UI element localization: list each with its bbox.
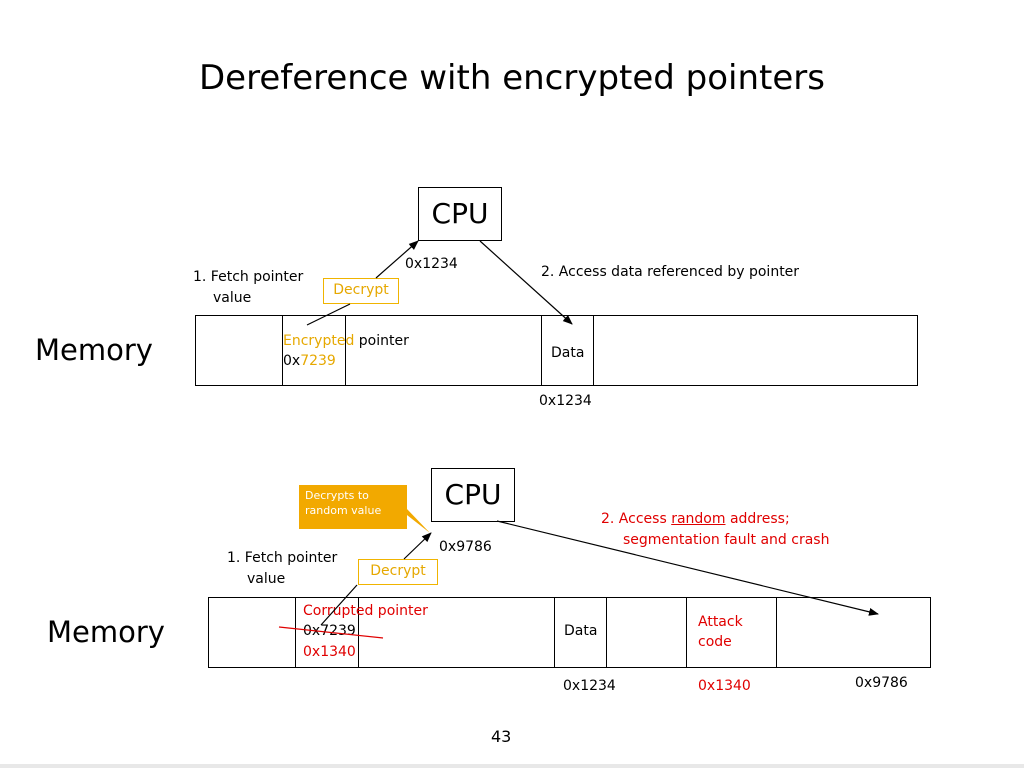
callout-pointer: [398, 508, 430, 533]
encrypted-pointer-label: Encrypted pointer 0x7239: [283, 331, 409, 371]
fetch-line-bottom: [320, 584, 358, 626]
data-label-top: Data: [551, 345, 585, 361]
memory-cell-pointer-top: [282, 315, 346, 386]
decrypt-to-cpu-arrow-bottom: [403, 532, 432, 560]
old-pointer-strike: [278, 626, 384, 639]
fetch-pointer-line2: value: [213, 290, 252, 306]
cpu-to-data-arrow-top: [479, 240, 573, 325]
new-pointer-value: 0x1340: [303, 644, 356, 660]
fetch-pointer-label-top: 1. Fetch pointer value: [193, 267, 303, 309]
callout-line2: random value: [305, 504, 382, 517]
attack-line2: code: [698, 634, 732, 650]
fetch-pointer-line2: value: [247, 571, 286, 587]
pointer-prefix: 0x: [283, 353, 301, 369]
callout-line1: Decrypts to: [305, 489, 369, 502]
pointer-word: pointer: [358, 333, 409, 349]
decrypt-box-top: Decrypt: [323, 278, 399, 304]
page-number: 43: [491, 727, 512, 746]
cpu-box-top: CPU: [418, 187, 502, 241]
cpu-to-random-arrow-bottom: [496, 520, 879, 616]
fetch-pointer-label-bottom: 1. Fetch pointer value: [227, 548, 337, 590]
cpu-address-bottom: 0x9786: [439, 539, 492, 555]
access-label-top: 2. Access data referenced by pointer: [541, 264, 800, 280]
memory-label-bottom: Memory: [47, 615, 165, 649]
access-suffix: address;: [725, 511, 790, 527]
memory-label-top: Memory: [35, 333, 153, 367]
old-pointer-value: 0x7239: [303, 623, 356, 639]
footer-bar: [0, 764, 1024, 768]
memory-cell-data-bottom: [554, 597, 607, 668]
slide-title: Dereference with encrypted pointers: [199, 58, 825, 98]
decrypt-box-bottom: Decrypt: [358, 559, 438, 585]
corrupted-pointer-label: Corrupted pointer: [303, 603, 428, 619]
cpu-box-bottom: CPU: [431, 468, 515, 522]
data-label-bottom: Data: [564, 623, 598, 639]
data-address-top: 0x1234: [539, 393, 592, 409]
access-random: random: [671, 511, 726, 527]
decrypts-callout: Decrypts to random value: [299, 485, 407, 529]
far-address-bottom: 0x9786: [855, 675, 908, 691]
fetch-line-top: [306, 303, 351, 326]
access-prefix: 2. Access: [601, 511, 672, 527]
encrypted-pointer-value: 7239: [300, 353, 336, 369]
encrypted-word: Encrypted: [283, 333, 355, 349]
cpu-address-top: 0x1234: [405, 256, 458, 272]
attack-address-bottom: 0x1340: [698, 678, 751, 694]
fetch-pointer-line1: 1. Fetch pointer: [193, 269, 304, 285]
access-label-bottom: 2. Access random address; segmentation f…: [601, 509, 829, 551]
attack-line1: Attack: [698, 614, 743, 630]
attack-code-label: Attack code: [698, 612, 743, 652]
data-address-bottom: 0x1234: [563, 678, 616, 694]
memory-cell-attack-bottom: [686, 597, 777, 668]
decrypt-to-cpu-arrow-top: [375, 240, 419, 279]
fetch-pointer-line1: 1. Fetch pointer: [227, 550, 338, 566]
access-line2: segmentation fault and crash: [623, 532, 830, 548]
